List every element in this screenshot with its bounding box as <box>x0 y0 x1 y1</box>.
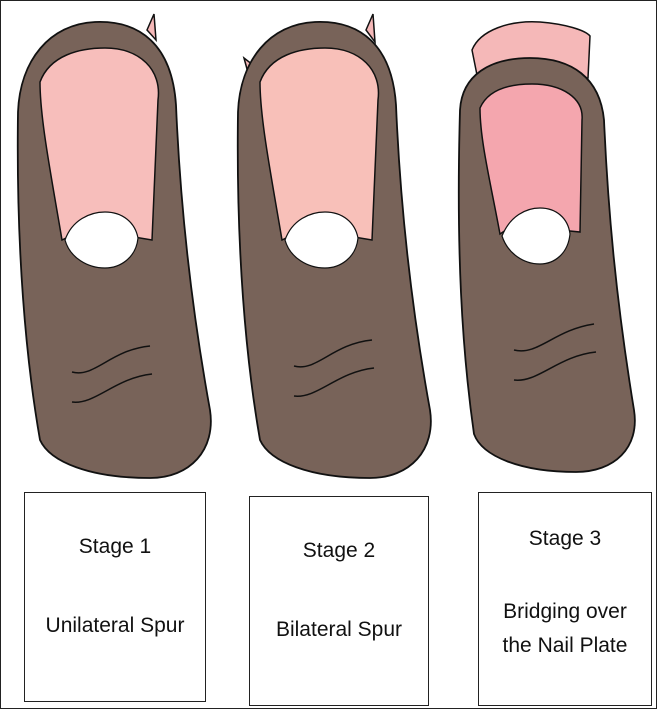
finger-stage-2 <box>238 14 431 478</box>
stage-1-title: Stage 1 <box>25 535 205 559</box>
nail-plate <box>260 48 378 240</box>
finger-stage-3 <box>459 22 635 472</box>
stage-1-description: Unilateral Spur <box>25 609 205 643</box>
spur-right <box>147 14 156 40</box>
stage-3-title: Stage 3 <box>479 527 651 551</box>
stage-1-label-box: Stage 1 Unilateral Spur <box>24 492 206 702</box>
nail-plate <box>40 48 158 240</box>
stage-3-description: Bridging over the Nail Plate <box>479 595 651 663</box>
stage-2-title: Stage 2 <box>250 539 428 563</box>
stage-3-label-box: Stage 3 Bridging over the Nail Plate <box>478 492 652 706</box>
stage-2-description: Bilateral Spur <box>250 613 428 647</box>
finger-stage-1 <box>18 14 211 478</box>
stage-2-label-box: Stage 2 Bilateral Spur <box>249 496 429 706</box>
